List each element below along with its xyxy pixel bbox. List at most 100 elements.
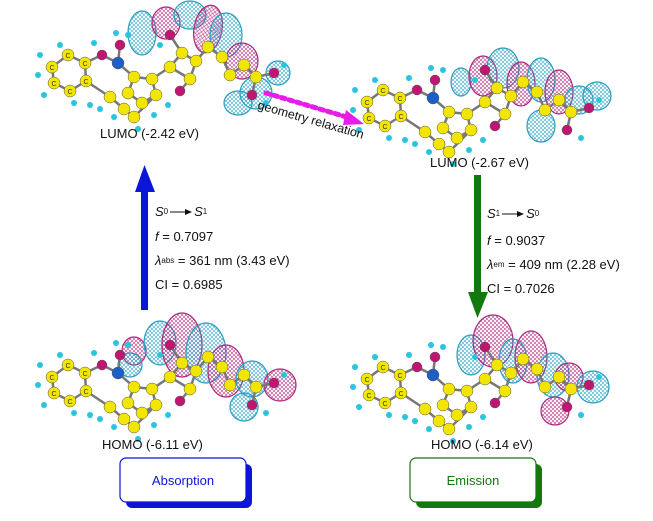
- hydrogen-atom: [71, 410, 77, 416]
- hydrogen-atom: [157, 42, 163, 48]
- hydrogen-atom: [386, 135, 392, 141]
- hydrogen-atom: [87, 412, 93, 418]
- right-to-sub: 0: [534, 209, 540, 218]
- carbon-atom: [121, 86, 135, 100]
- oxygen-atom: [174, 85, 186, 97]
- carbon-atom: [117, 412, 131, 426]
- hydrogen-atom: [466, 424, 472, 430]
- carbon-atom: [237, 368, 251, 382]
- carbon-atom: [478, 372, 492, 386]
- carbon-atom: [418, 402, 432, 416]
- carbon-atom: [442, 422, 456, 436]
- carbon-atom: [201, 40, 215, 54]
- hydrogen-atom: [111, 424, 117, 430]
- carbon-atom: [490, 81, 504, 95]
- hydrogen-atom: [440, 344, 446, 350]
- carbon-atom: [47, 76, 61, 90]
- carbon-atom: [362, 388, 376, 402]
- carbon-atom: [223, 68, 237, 82]
- carbon-atom: [215, 50, 229, 64]
- right-lambda-value: = 409 nm (2.28 eV): [504, 257, 620, 272]
- oxygen-atom: [429, 351, 441, 363]
- carbon-atom: [79, 384, 93, 398]
- left-transition-arrow-icon: [170, 208, 193, 215]
- carbon-atom: [516, 352, 530, 366]
- hydrogen-atom: [41, 92, 47, 98]
- oxygen-atom: [479, 64, 491, 76]
- hydrogen-atom: [426, 149, 432, 155]
- carbon-atom: [121, 396, 135, 410]
- hydrogen-atom: [402, 137, 408, 143]
- hydrogen-atom: [372, 354, 378, 360]
- hydrogen-atom: [578, 412, 584, 418]
- atom-label: C: [382, 401, 387, 408]
- oxygen-atom: [583, 379, 595, 391]
- left-from-state: S: [155, 204, 164, 219]
- hydrogen-atom: [263, 100, 269, 106]
- carbon-atom: [394, 109, 408, 123]
- atom-label: C: [49, 65, 54, 72]
- emission-arrow: [468, 175, 488, 318]
- left-oscillator: f = 0.7097: [155, 229, 213, 244]
- oxygen-atom: [268, 67, 280, 79]
- emission-box: [409, 457, 537, 503]
- hydrogen-atom: [135, 126, 141, 132]
- carbon-atom: [464, 123, 478, 137]
- hydrogen-atom: [412, 141, 418, 147]
- left-lambda-sub: abs: [161, 256, 175, 265]
- orbital-lobe: [223, 90, 253, 116]
- carbon-atom: [450, 408, 464, 422]
- carbon-atom: [498, 107, 512, 121]
- carbon-atom: [564, 382, 578, 396]
- carbon-atom: [127, 70, 141, 84]
- oxygen-atom: [479, 341, 491, 353]
- left-ci: CI = 0.6985: [155, 277, 223, 292]
- right-ci: CI = 0.7026: [487, 281, 555, 296]
- hydrogen-atom: [35, 382, 41, 388]
- relaxation-arrow: [263, 90, 364, 125]
- atom-label: C: [398, 114, 403, 121]
- carbon-atom: [145, 72, 159, 86]
- oxygen-atom: [164, 29, 176, 41]
- oxygen-atom: [164, 339, 176, 351]
- hydrogen-atom: [428, 65, 434, 71]
- hydrogen-atom: [356, 127, 362, 133]
- atom-label: C: [67, 399, 72, 406]
- carbon-atom: [530, 362, 544, 376]
- hydrogen-atom: [37, 362, 43, 368]
- right-from-sub: 1: [495, 209, 501, 218]
- hydrogen-atom: [87, 102, 93, 108]
- carbon-atom: [490, 358, 504, 372]
- carbon-atom: [78, 366, 92, 380]
- carbon-atom: [78, 56, 92, 70]
- hydrogen-atom: [372, 77, 378, 83]
- left-lambda-symbol: λ: [155, 253, 162, 268]
- hydrogen-atom: [281, 62, 287, 68]
- left-to-sub: 1: [202, 207, 208, 216]
- hydrogen-atom: [386, 412, 392, 418]
- carbon-atom: [127, 110, 141, 124]
- hydrogen-atom: [450, 438, 456, 444]
- oxygen-atom: [561, 124, 573, 136]
- metal-atom: [111, 56, 125, 70]
- carbon-atom: [145, 382, 159, 396]
- hydrogen-atom: [71, 100, 77, 106]
- atom-label: C: [83, 79, 88, 86]
- carbon-atom: [450, 131, 464, 145]
- hydrogen-atom: [165, 102, 171, 108]
- hydrogen-atom: [450, 161, 456, 167]
- carbon-atom: [464, 400, 478, 414]
- hydrogen-atom: [402, 414, 408, 420]
- left-to-state: S: [194, 204, 203, 219]
- oxygen-atom: [114, 39, 126, 51]
- hydrogen-atom: [57, 352, 63, 358]
- carbon-atom: [442, 145, 456, 159]
- carbon-atom: [360, 372, 374, 386]
- right-to-state: S: [526, 206, 535, 221]
- carbon-atom: [237, 58, 251, 72]
- hydrogen-atom: [111, 114, 117, 120]
- absorption-label: Absorption: [151, 472, 215, 488]
- right-oscillator: f = 0.9037: [487, 233, 545, 248]
